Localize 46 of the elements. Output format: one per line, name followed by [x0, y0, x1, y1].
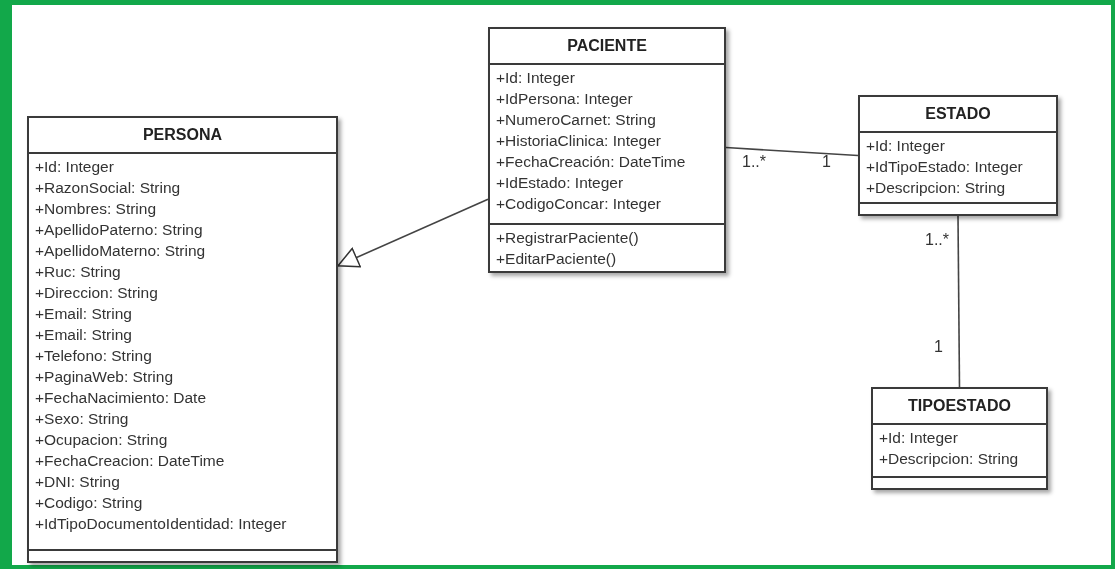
- attribute-text: +ApellidoMaterno: String: [35, 241, 207, 261]
- generalization-arrow: [337, 198, 489, 268]
- attribute-text: +CodigoConcar: Integer: [496, 194, 662, 214]
- association-line: [957, 215, 961, 388]
- attribute-text: +Ocupacion: String: [35, 430, 169, 450]
- attribute-text: +IdTipoEstado: Integer: [866, 157, 1024, 177]
- attribute-text: +Codigo: String: [35, 493, 144, 513]
- association-line: [725, 146, 859, 157]
- uml-class-box: [858, 95, 1058, 216]
- attribute-text: +Sexo: String: [35, 409, 130, 429]
- class-name: PERSONA: [141, 125, 224, 145]
- attribute-text: +Id: Integer: [866, 136, 946, 156]
- attribute-text: +Nombres: String: [35, 199, 158, 219]
- attribute-text: +Descripcion: String: [866, 178, 1007, 198]
- attribute-text: +Descripcion: String: [879, 449, 1020, 469]
- attribute-text: +ApellidoPaterno: String: [35, 220, 204, 240]
- attribute-text: +RazonSocial: String: [35, 178, 182, 198]
- attribute-text: +HistoriaClinica: Integer: [496, 131, 662, 151]
- attribute-text: +IdTipoDocumentoIdentidad: Integer: [35, 514, 288, 534]
- uml-class-box: [488, 27, 726, 273]
- attribute-text: +PaginaWeb: String: [35, 367, 174, 387]
- multiplicity-label: 1..*: [925, 230, 949, 250]
- attribute-text: +IdPersona: Integer: [496, 89, 634, 109]
- attribute-text: +Email: String: [35, 304, 133, 324]
- multiplicity-label: 1: [934, 337, 943, 357]
- attribute-text: +Ruc: String: [35, 262, 122, 282]
- attribute-text: +NumeroCarnet: String: [496, 110, 657, 130]
- uml-class-box: [871, 387, 1048, 490]
- multiplicity-label: 1..*: [742, 152, 766, 172]
- attribute-text: +Direccion: String: [35, 283, 159, 303]
- class-name: PACIENTE: [566, 36, 648, 56]
- attribute-text: +IdEstado: Integer: [496, 173, 625, 193]
- method-text: +EditarPaciente(): [496, 249, 618, 269]
- class-name: TIPOESTADO: [907, 396, 1012, 416]
- attribute-text: +DNI: String: [35, 472, 121, 492]
- attribute-text: +Telefono: String: [35, 346, 153, 366]
- attribute-text: +Id: Integer: [35, 157, 115, 177]
- method-text: +RegistrarPaciente(): [496, 228, 640, 248]
- attribute-text: +FechaNacimiento: Date: [35, 388, 207, 408]
- attribute-text: +Id: Integer: [496, 68, 576, 88]
- attribute-text: +Id: Integer: [879, 428, 959, 448]
- attribute-text: +Email: String: [35, 325, 133, 345]
- attribute-text: +FechaCreacion: DateTime: [35, 451, 226, 471]
- attribute-text: +FechaCreación: DateTime: [496, 152, 687, 172]
- class-name: ESTADO: [924, 104, 992, 124]
- multiplicity-label: 1: [822, 152, 831, 172]
